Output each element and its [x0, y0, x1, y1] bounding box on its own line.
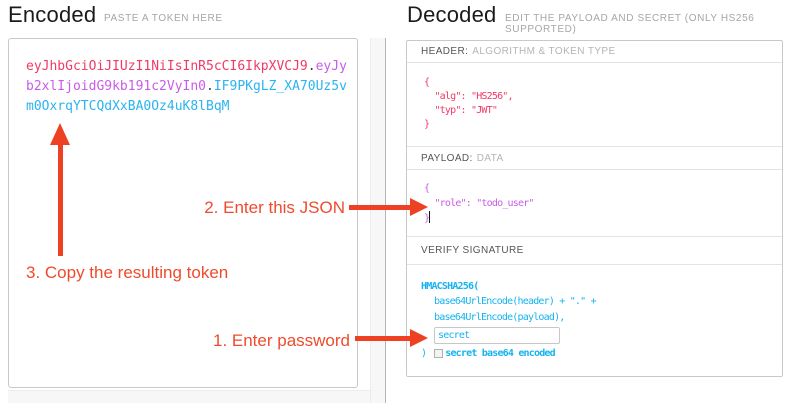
encoded-token-textarea[interactable]: eyJhbGciOiJIUzI1NiIsInR5cCI6IkpXVCJ9.eyJ… [8, 38, 358, 388]
decoded-subtitle: EDIT THE PAYLOAD AND SECRET (ONLY HS256 … [505, 13, 755, 35]
token-payload-part: eyJyb2xlIjoidG9kb191c2VyIn0 [26, 59, 347, 94]
hmac-function-close: ) [421, 348, 427, 360]
header-label-strong: HEADER: [421, 45, 469, 57]
payload-json-line: } [424, 213, 430, 225]
text-cursor [429, 211, 431, 224]
header-json-line: "typ": "JWT" [424, 105, 498, 117]
base64-encoded-checkbox[interactable] [434, 349, 444, 359]
secret-input[interactable] [434, 327, 560, 345]
payload-json-line: { [424, 183, 430, 195]
token-header-part: eyJhbGciOiJIUzI1NiIsInR5cCI6IkpXVCJ9 [26, 59, 308, 74]
signature-editor: HMACSHA256( base64UrlEncode(header) + ".… [407, 265, 782, 376]
decoded-panel: HEADER: ALGORITHM & TOKEN TYPE { "alg": … [406, 40, 783, 377]
verify-signature-label: VERIFY SIGNATURE [421, 244, 524, 256]
base64-encoded-checkbox-label[interactable]: secret base64 encoded [445, 348, 555, 360]
header-json-line: } [424, 119, 430, 131]
token-signature-part: IF9PKgLZ_XA70Uz5vm0OxrqYTCQdXxBA0Oz4uK8l… [26, 79, 347, 114]
encoded-title: Encoded [8, 2, 97, 27]
annotation-copy-token: 3. Copy the resulting token [26, 263, 229, 282]
vertical-scrollbar[interactable] [370, 38, 386, 403]
decoded-title: Decoded [407, 2, 497, 27]
header-json-editor[interactable]: { "alg": "HS256", "typ": "JWT" } [407, 63, 782, 148]
payload-label-strong: PAYLOAD: [421, 152, 473, 164]
header-section-label: HEADER: ALGORITHM & TOKEN TYPE [407, 41, 782, 63]
token-separator: . [206, 79, 214, 94]
signature-section-label: VERIFY SIGNATURE [407, 237, 782, 265]
payload-json-line: "role": "todo_user" [424, 198, 534, 210]
payload-section-label: PAYLOAD: DATA [407, 147, 782, 171]
arrow-right-icon [410, 198, 428, 216]
arrow-right-icon [355, 336, 410, 341]
arrow-up-icon [50, 123, 70, 145]
token-separator: . [307, 59, 316, 74]
payload-json-editor[interactable]: { "role": "todo_user" } [407, 170, 782, 237]
encode-payload-line: base64UrlEncode(payload), [434, 311, 565, 323]
jwt-token: eyJhbGciOiJIUzI1NiIsInR5cCI6IkpXVCJ9.eyJ… [9, 39, 357, 117]
encoded-subtitle: PASTE A TOKEN HERE [104, 13, 223, 24]
arrow-right-icon [349, 205, 410, 210]
payload-label-light: DATA [476, 152, 504, 164]
header-label-light: ALGORITHM & TOKEN TYPE [472, 45, 616, 57]
header-json-line: { [424, 76, 430, 88]
annotation-enter-password: 1. Enter password [212, 331, 350, 350]
hmac-function-open: HMACSHA256( [421, 280, 479, 292]
header-json-line: "alg": "HS256", [424, 91, 513, 103]
arrow-right-icon [410, 329, 428, 347]
encode-header-line: base64UrlEncode(header) + "." + [434, 296, 597, 308]
arrow-up-icon [58, 144, 63, 256]
horizontal-scrollbar[interactable] [8, 390, 370, 403]
annotation-enter-json: 2. Enter this JSON [204, 198, 345, 217]
